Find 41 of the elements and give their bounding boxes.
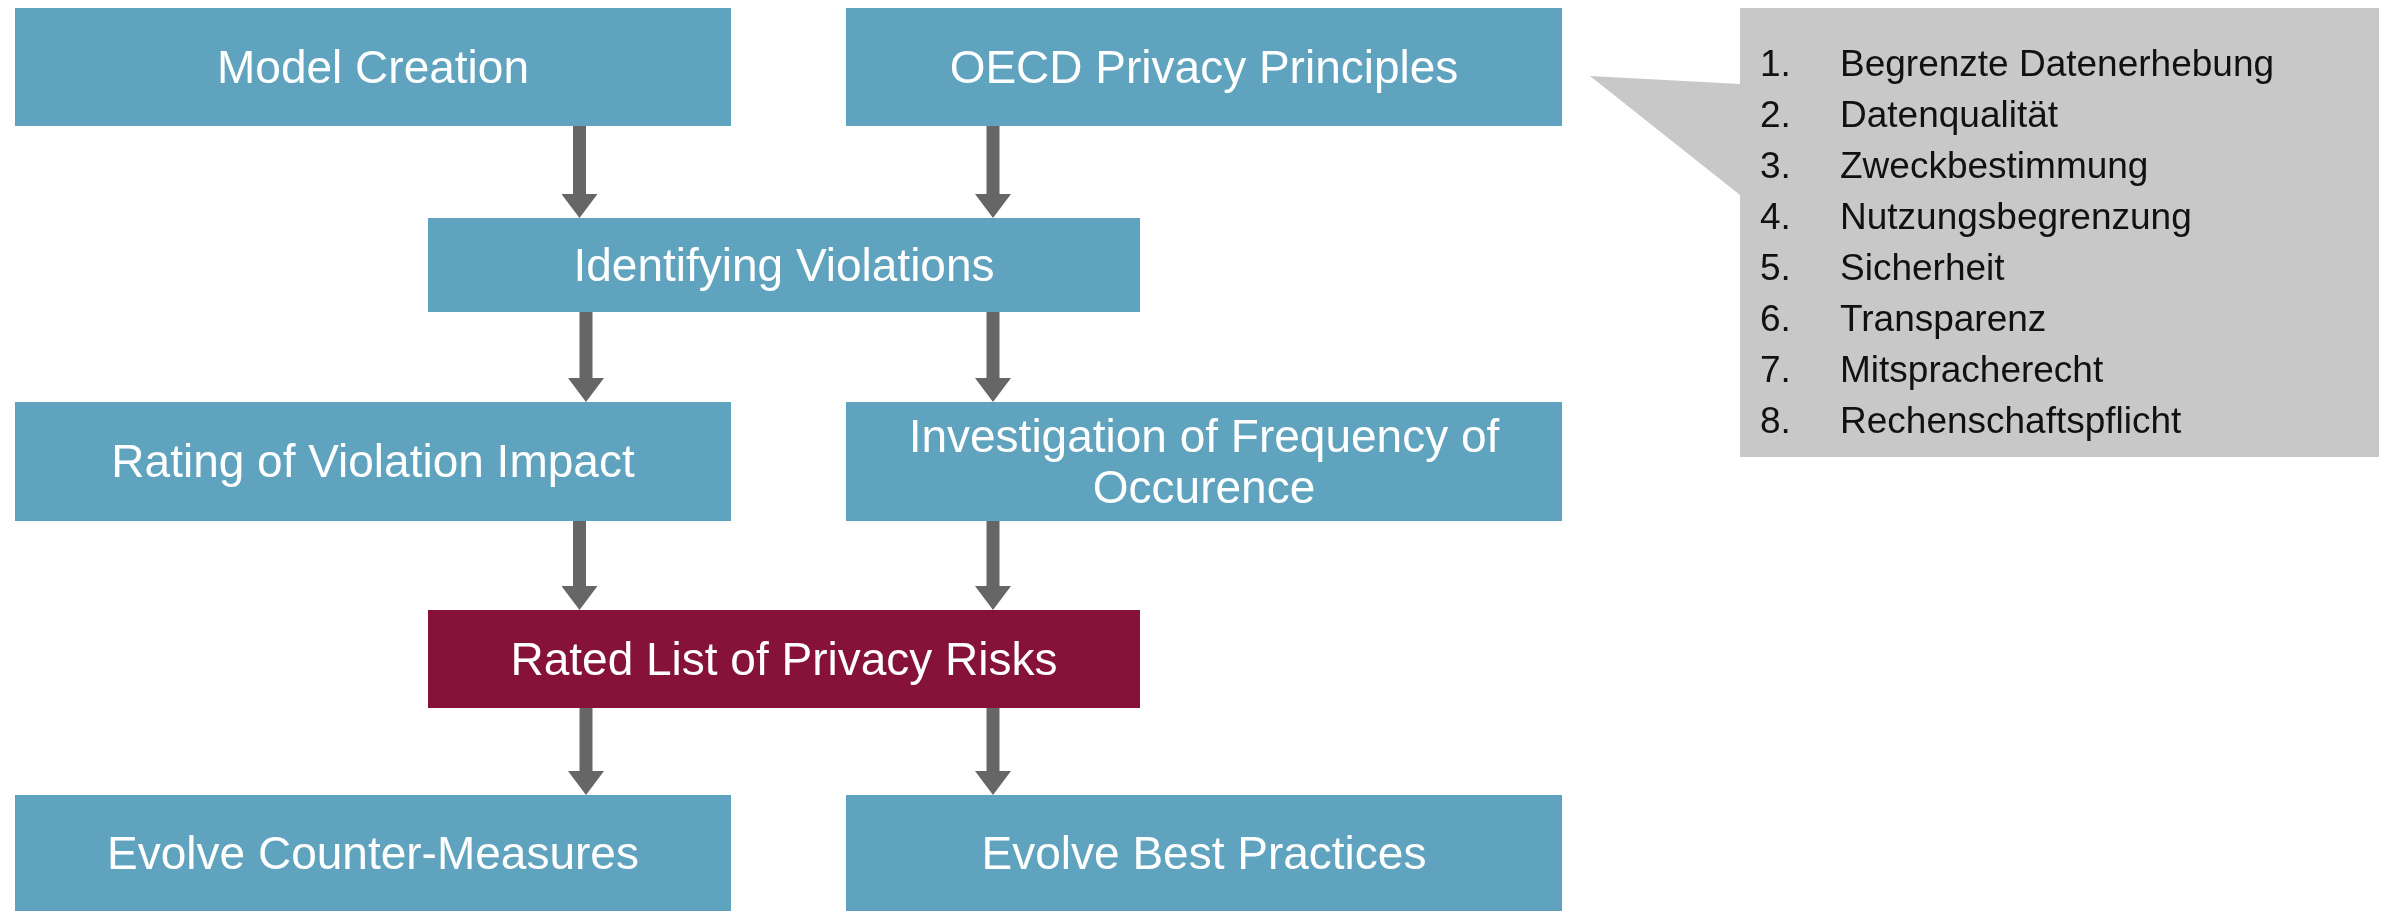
- box-label: Rated List of Privacy Risks: [510, 633, 1058, 685]
- list-number: 3.: [1760, 144, 1792, 187]
- process-box: [428, 610, 1140, 708]
- list-number: 1.: [1760, 42, 1792, 85]
- process-box: [15, 8, 731, 126]
- process-box: [428, 218, 1140, 312]
- list-item: Mitspracherecht: [1840, 348, 2104, 391]
- process-box: [846, 8, 1562, 126]
- list-number: 8.: [1760, 399, 1792, 442]
- list-number: 4.: [1760, 195, 1792, 238]
- elbow-arrow: [975, 521, 1011, 610]
- elbow-arrow: [568, 708, 604, 795]
- list-item: Sicherheit: [1840, 246, 2005, 289]
- box-label: Investigation of Frequency of Occurence: [907, 410, 1501, 513]
- list-number: 5.: [1760, 246, 1792, 289]
- list-item: Transparenz: [1840, 297, 2047, 340]
- list-number: 2.: [1760, 93, 1792, 136]
- elbow-arrow: [561, 126, 598, 218]
- process-box: [846, 402, 1562, 521]
- box-label: Rating of Violation Impact: [111, 436, 635, 487]
- elbow-arrow: [568, 312, 604, 402]
- process-box: [15, 402, 731, 521]
- box-label: OECD Privacy Principles: [949, 41, 1459, 93]
- list-item: Datenqualität: [1840, 93, 2059, 136]
- list-item: Rechenschaftspflicht: [1840, 399, 2182, 442]
- box-label: Evolve Counter-Measures: [107, 827, 639, 879]
- process-box: [846, 795, 1562, 911]
- box-label: Identifying Violations: [573, 239, 995, 291]
- box-label: Evolve Best Practices: [981, 827, 1427, 879]
- elbow-arrow: [561, 521, 598, 610]
- elbow-arrow: [975, 126, 1011, 218]
- elbow-arrow: [975, 708, 1011, 795]
- list-number: 6.: [1760, 297, 1792, 340]
- elbow-arrow: [975, 312, 1011, 402]
- list-item: Begrenzte Datenerhebung: [1840, 42, 2275, 85]
- process-box: [15, 795, 731, 911]
- list-item: Nutzungsbegrenzung: [1840, 195, 2192, 238]
- list-number: 7.: [1760, 348, 1792, 391]
- callout-bubble: [1590, 8, 2379, 457]
- box-label: Model Creation: [217, 41, 529, 93]
- list-item: Zweckbestimmung: [1840, 144, 2149, 187]
